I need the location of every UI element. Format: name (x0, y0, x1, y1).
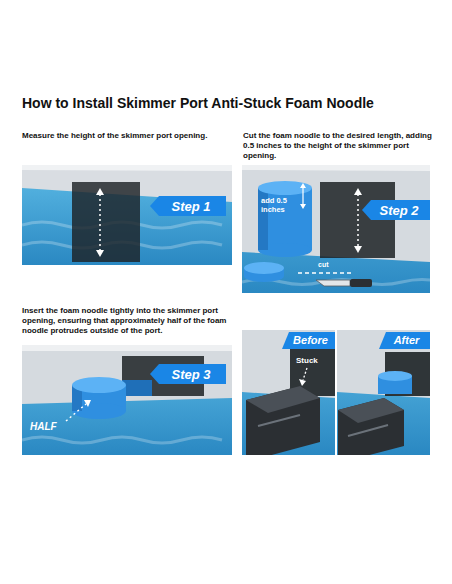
arrow-head (96, 188, 104, 195)
skimmer-opening (72, 182, 140, 262)
cut-line (298, 272, 354, 273)
water-ripples (22, 437, 222, 443)
wall-ledge (22, 345, 232, 351)
label-text: Cut the foam noodle to the desired lengt… (243, 131, 441, 161)
arrow-head (84, 400, 91, 407)
pool-wall (242, 165, 430, 262)
skimmer-opening (320, 182, 395, 258)
panel-after (337, 330, 430, 455)
label-text: add 0.5 inches (261, 196, 297, 215)
half-arrow (66, 404, 86, 421)
stuck-arrow (303, 368, 307, 380)
pool-wall (242, 330, 335, 398)
pool-water (242, 330, 335, 455)
pool-water (22, 345, 232, 455)
noodle-inside (122, 380, 152, 396)
step-tab: Step 2 (362, 200, 430, 220)
extra-arrow (302, 186, 303, 206)
pool-wall (22, 345, 232, 404)
tab-text: Before (293, 335, 328, 346)
cut-piece-top (244, 262, 284, 274)
robot-detail (258, 415, 300, 426)
knife-handle (350, 279, 372, 287)
foam-noodle (258, 188, 312, 250)
panel-one (22, 165, 232, 265)
step-tab: After (379, 332, 430, 349)
label-text: Insert the foam noodle tightly into the … (22, 306, 234, 336)
pool-wall (337, 330, 430, 398)
panel-before (242, 330, 335, 455)
step-tab: Step 3 (150, 364, 226, 384)
title: How to Install Skimmer Port Anti-Stuck F… (22, 95, 374, 111)
height-arrow (357, 194, 359, 246)
knife-blade (316, 280, 350, 286)
arrow-head (300, 204, 306, 209)
noodle-top (72, 377, 126, 393)
robot-top (246, 386, 320, 413)
arrow-head (354, 188, 362, 195)
pool-robot (338, 398, 404, 455)
label-text: Measure the height of the skimmer port o… (22, 131, 212, 141)
panel-two (242, 165, 430, 293)
pool-robot (246, 386, 320, 455)
arrow-head (354, 246, 362, 253)
step-tab: Step 1 (150, 196, 226, 216)
noodle-top (258, 181, 312, 195)
tab-text: Step 2 (379, 204, 418, 217)
wall-ledge (22, 165, 232, 171)
arrow-head (299, 379, 306, 386)
wall-ledge (242, 165, 430, 171)
tab-text: Step 1 (171, 200, 210, 213)
label-text: cut (318, 261, 329, 270)
height-arrow (99, 194, 101, 250)
tab-text: After (394, 335, 420, 346)
panel-three (22, 345, 232, 455)
tab-text: Step 3 (171, 368, 210, 381)
pool-water (242, 165, 430, 293)
arrow-head (96, 250, 104, 257)
step-tab: Before (282, 332, 335, 349)
label-text: Stuck (296, 356, 318, 366)
robot-top (338, 398, 404, 423)
label-text: HALF (30, 421, 57, 434)
pool-water (22, 165, 232, 265)
noodle-top (378, 371, 412, 381)
robot-detail (348, 425, 388, 436)
arrow-head (300, 183, 306, 188)
